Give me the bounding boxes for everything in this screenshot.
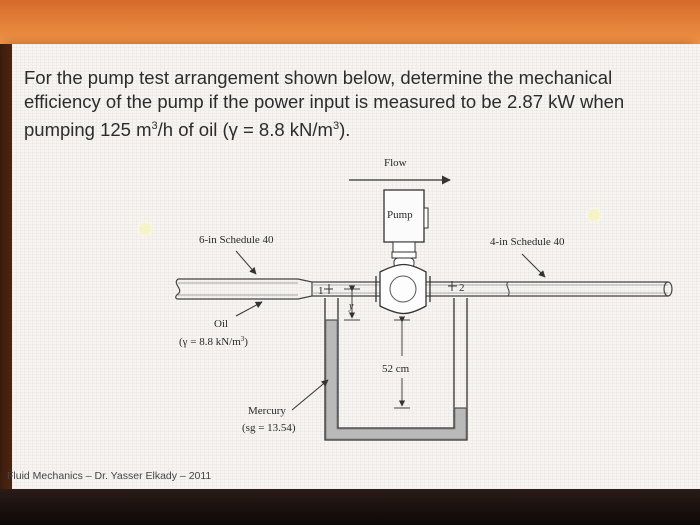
oil-label-arrow bbox=[235, 301, 263, 317]
inlet-pipe-label: 6-in Schedule 40 bbox=[199, 234, 274, 246]
mercury-label: Mercury bbox=[248, 405, 286, 417]
monitor-top-band bbox=[0, 0, 700, 44]
mercury-label-arrow bbox=[291, 379, 329, 411]
light-glare-left bbox=[139, 223, 151, 235]
height-label: 52 cm bbox=[382, 363, 410, 375]
inlet-label-arrow bbox=[235, 250, 257, 275]
point-2-label: 2 bbox=[459, 282, 465, 294]
problem-line-3: pumping 125 m3/h of oil (γ = 8.8 kN/m3). bbox=[24, 119, 351, 141]
problem-line-1: For the pump test arrangement shown belo… bbox=[24, 67, 613, 88]
slide-panel bbox=[12, 44, 700, 489]
outlet-pipe bbox=[425, 281, 673, 297]
oil-label: Oil bbox=[214, 318, 228, 330]
pump-label: Pump bbox=[387, 209, 413, 221]
problem-line-2: efficiency of the pump if the power inpu… bbox=[24, 91, 625, 112]
manometer-u-tube bbox=[324, 298, 468, 441]
problem-statement: For the pump test arrangement shown belo… bbox=[24, 66, 694, 142]
light-glare-right bbox=[588, 209, 600, 221]
pump: Pump bbox=[375, 189, 431, 315]
footer-credit: Fluid Mechanics – Dr. Yasser Elkady – 20… bbox=[7, 470, 212, 482]
outlet-label-arrow bbox=[521, 253, 546, 278]
y-label: y bbox=[348, 301, 354, 312]
flow-label: Flow bbox=[384, 157, 407, 169]
monitor-bottom-bezel bbox=[0, 489, 700, 525]
point-1-label: 1 bbox=[318, 285, 324, 297]
oil-gamma-label: (γ = 8.8 kN/m3) bbox=[179, 335, 248, 348]
inlet-pipe bbox=[175, 278, 380, 300]
outlet-pipe-label: 4-in Schedule 40 bbox=[490, 236, 565, 248]
mercury-sg-label: (sg = 13.54) bbox=[242, 422, 296, 434]
mercury-fill bbox=[325, 319, 467, 440]
